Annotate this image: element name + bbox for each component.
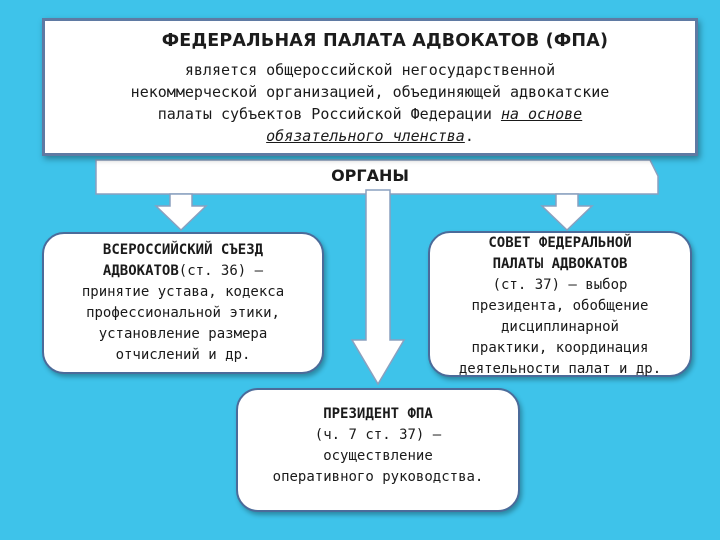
council-title: СОВЕТ ФЕДЕРАЛЬНОЙ bbox=[488, 235, 632, 251]
fpa-description: является общероссийской негосударственно… bbox=[45, 59, 695, 147]
congress-line: отчислений и др. bbox=[115, 347, 251, 363]
fpa-definition-box: ФЕДЕРАЛЬНАЯ ПАЛАТА АДВОКАТОВ (ФПА) являе… bbox=[42, 18, 698, 156]
fpa-desc-line: является общероссийской негосударственно… bbox=[184, 61, 556, 79]
fpa-desc-line: палаты субъектов Российской Федерации на… bbox=[45, 103, 695, 125]
council-title-2: ПАЛАТЫ АДВОКАТОВ bbox=[492, 256, 628, 272]
congress-line: АДВОКАТОВ(ст. 36) – bbox=[44, 261, 322, 282]
organs-label: ОРГАНЫ bbox=[331, 166, 409, 185]
council-line: (ст. 37) – выбор bbox=[492, 277, 628, 293]
fpa-desc-underlined: обязательного членства bbox=[266, 127, 465, 145]
congress-ref: (ст. 36) – bbox=[178, 263, 264, 279]
fpa-title: ФЕДЕРАЛЬНАЯ ПАЛАТА АДВОКАТОВ (ФПА) bbox=[161, 31, 609, 51]
council-line: деятельности палат и др. bbox=[458, 361, 662, 377]
fpa-desc-line: обязательного членства. bbox=[45, 125, 695, 147]
president-line: осуществление bbox=[323, 448, 433, 464]
council-line: практики, координация bbox=[471, 340, 649, 356]
arrow-to-council bbox=[540, 193, 594, 232]
arrow-to-congress bbox=[154, 193, 208, 232]
fpa-desc-text: палаты субъектов Российской Федерации bbox=[157, 105, 501, 123]
congress-line: профессиональной этики, bbox=[86, 305, 280, 321]
president-line: (ч. 7 ст. 37) – bbox=[314, 427, 442, 443]
fpa-desc-line: некоммерческой организацией, объединяюще… bbox=[130, 83, 610, 101]
arrow-to-president bbox=[350, 189, 406, 386]
congress-line: принятие устава, кодекса bbox=[81, 284, 285, 300]
president-line: оперативного руководства. bbox=[272, 469, 484, 485]
council-line: дисциплинарной bbox=[500, 319, 619, 335]
organs-banner bbox=[95, 159, 659, 195]
congress-title: ВСЕРОССИЙСКИЙ СЪЕЗД bbox=[102, 242, 264, 258]
president-box: ПРЕЗИДЕНТ ФПА (ч. 7 ст. 37) – осуществле… bbox=[236, 388, 520, 512]
congress-box: ВСЕРОССИЙСКИЙ СЪЕЗД АДВОКАТОВ(ст. 36) – … bbox=[42, 232, 324, 374]
fpa-desc-underlined: на основе bbox=[500, 105, 583, 123]
congress-line: установление размера bbox=[98, 326, 268, 342]
congress-title-2: АДВОКАТОВ bbox=[102, 263, 179, 279]
president-title: ПРЕЗИДЕНТ ФПА bbox=[323, 406, 433, 422]
fpa-desc-text: . bbox=[464, 127, 474, 145]
council-line: президента, обобщение bbox=[471, 298, 649, 314]
council-box: СОВЕТ ФЕДЕРАЛЬНОЙ ПАЛАТЫ АДВОКАТОВ (ст. … bbox=[428, 231, 692, 377]
